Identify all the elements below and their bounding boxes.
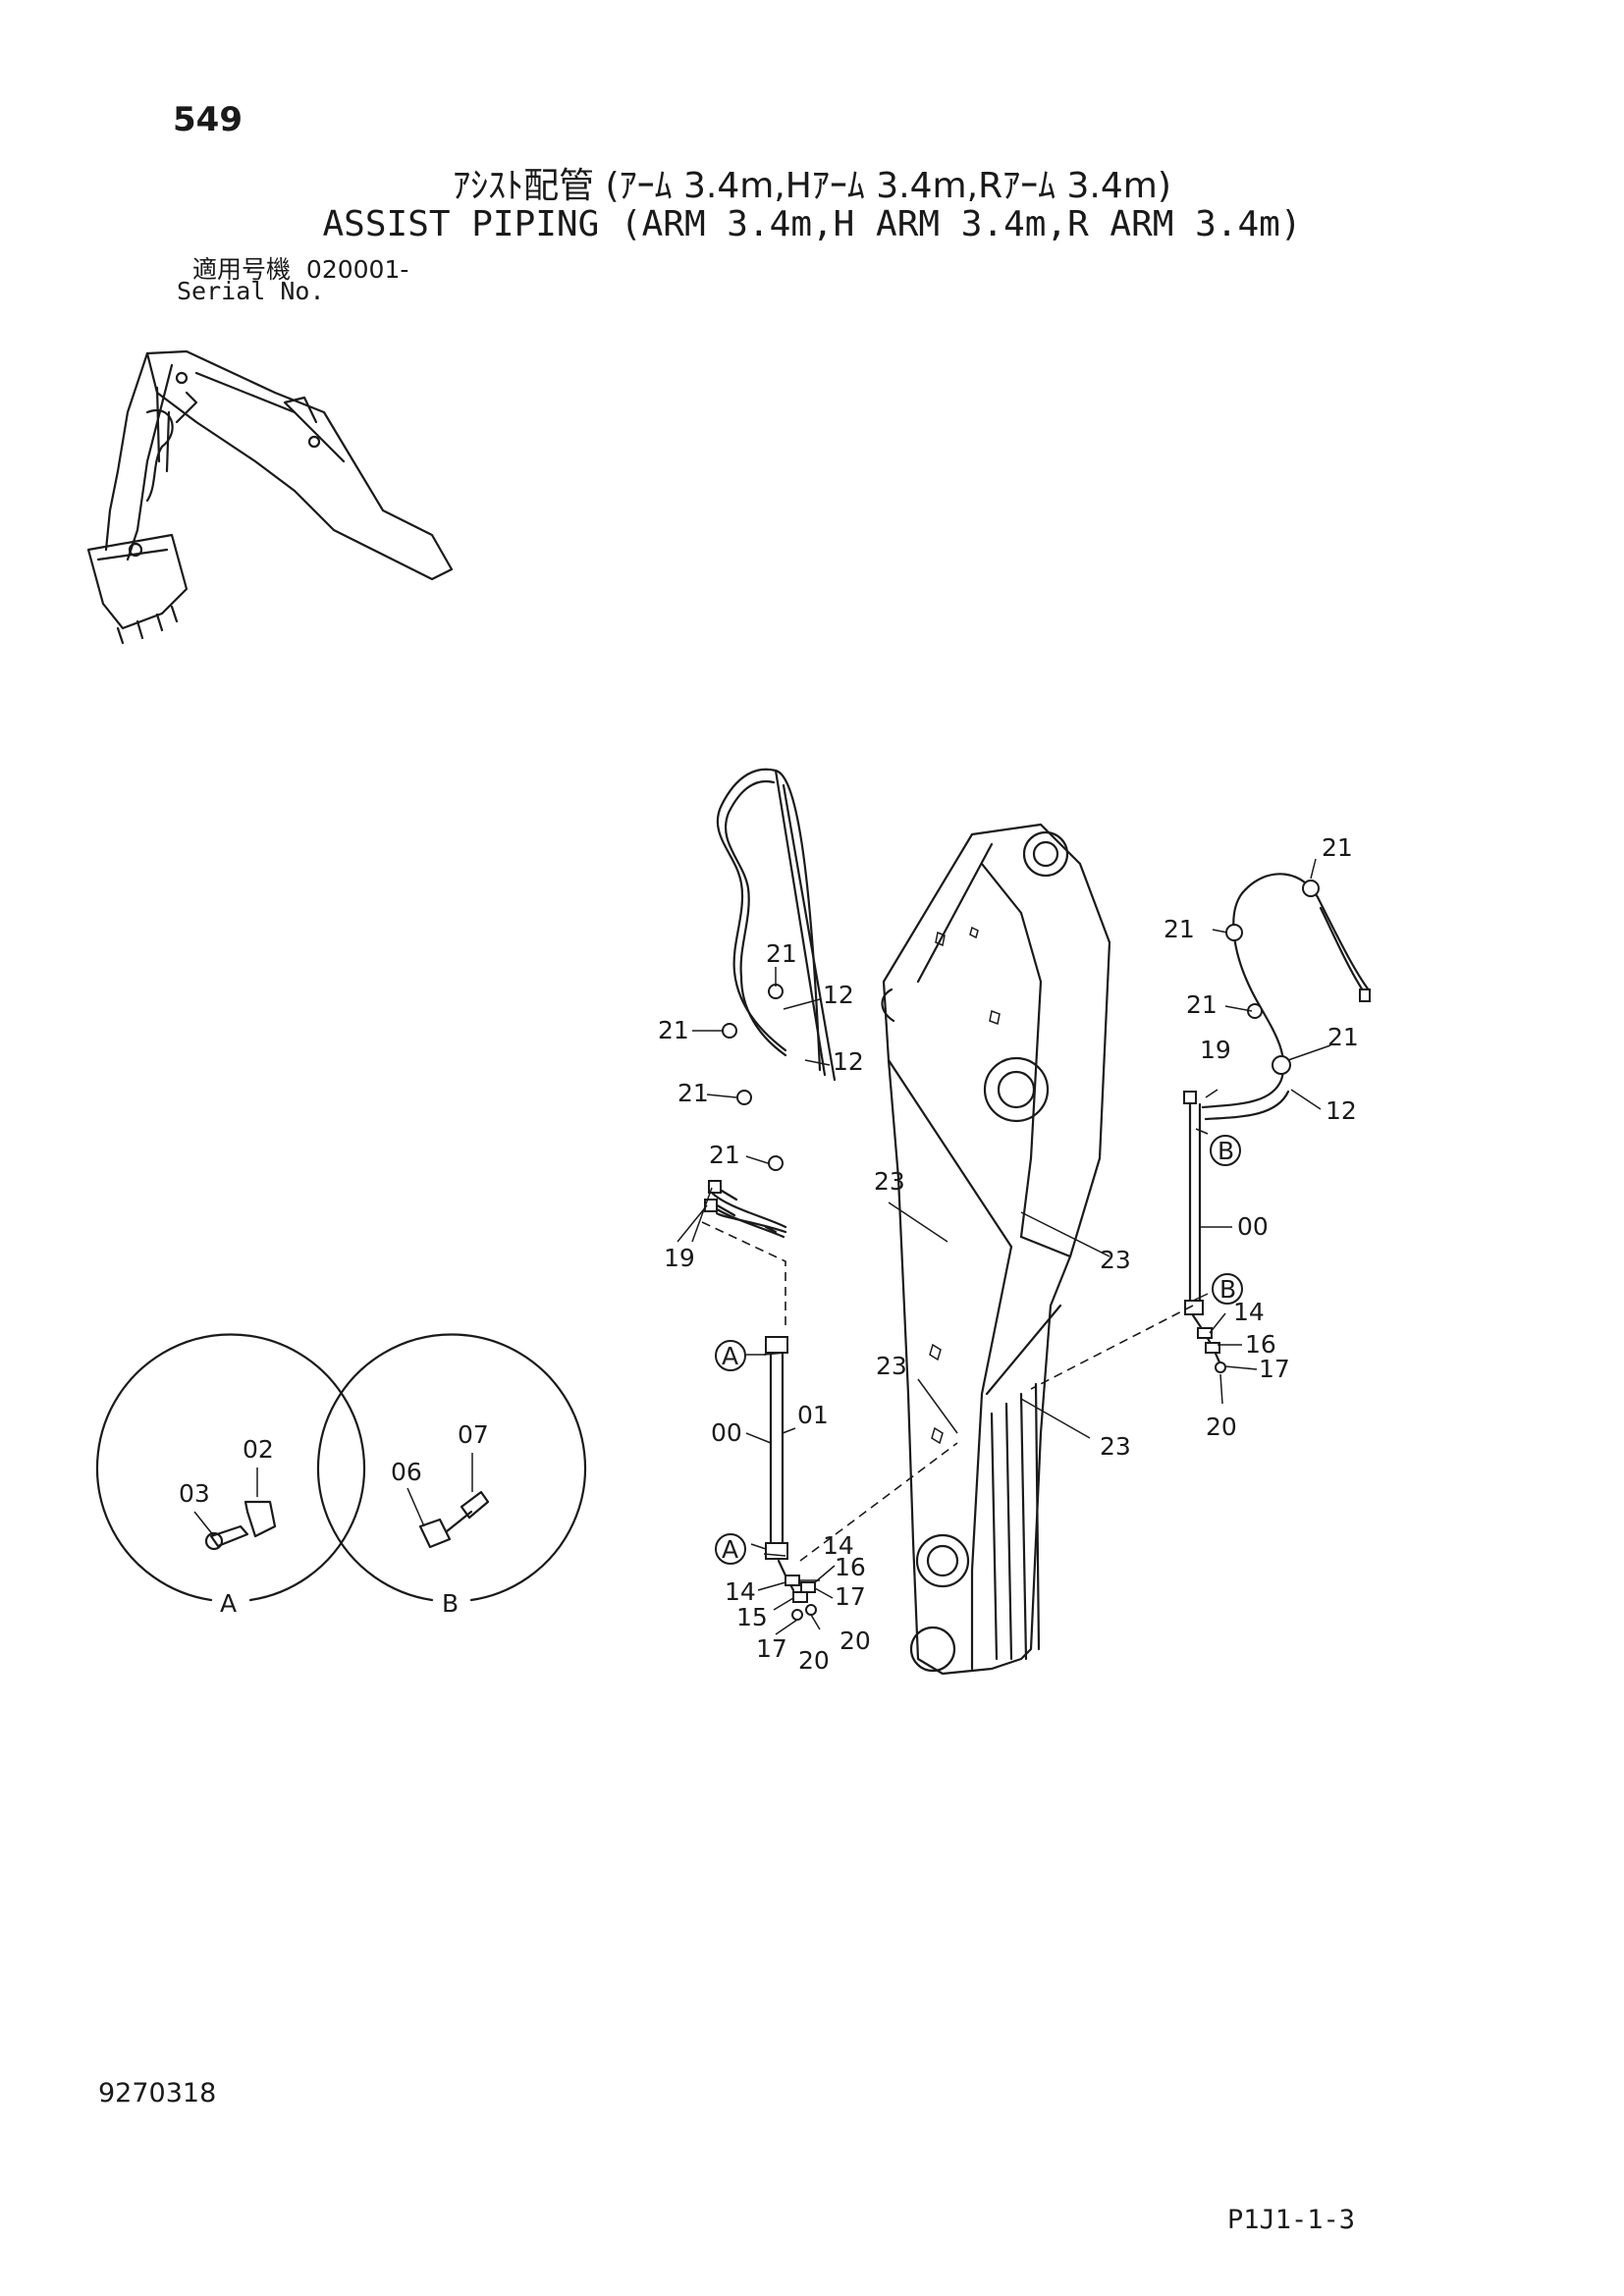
callout-left-hose-0: 21 (766, 939, 797, 968)
callout-right-hose-2: 21 (1186, 990, 1218, 1019)
page-number: 549 (173, 100, 243, 139)
callout-left-pipe-9: 20 (798, 1646, 830, 1675)
callout-left-pipe-8: 20 (839, 1627, 871, 1655)
detail-view-a: A 03 02 (95, 1333, 366, 1618)
callout-left-hose-4: 21 (677, 1079, 709, 1107)
callout-left-pipe-5: 15 (736, 1603, 768, 1631)
callout-left-hose-6: 19 (664, 1244, 695, 1272)
detail-a-part-03: 03 (179, 1479, 210, 1508)
callout-left-hose-3: 12 (833, 1047, 864, 1076)
callout-arm-1: 23 (1100, 1246, 1131, 1274)
callout-right-hose-5: 12 (1326, 1096, 1357, 1125)
callout-left-pipe-1: 01 (797, 1401, 829, 1429)
callout-left-pipe-2: 14 (823, 1531, 854, 1560)
callout-arm-0: 23 (874, 1167, 905, 1196)
callout-left-pipe-6: 17 (835, 1582, 866, 1611)
marker-b-lower: B (1212, 1273, 1243, 1305)
detail-b-letter: B (442, 1589, 459, 1618)
callout-left-hose-5: 21 (709, 1141, 740, 1169)
left-pipe-assembly (701, 1221, 958, 1621)
title-japanese: ｱｼｽﾄ配管 (ｱｰﾑ 3.4m,Hｱｰﾑ 3.4m,Rｱｰﾑ 3.4m) (453, 166, 1171, 206)
title-english: ASSIST PIPING (ARM 3.4m,H ARM 3.4m,R ARM… (322, 204, 1302, 244)
key-map-excavator (86, 349, 454, 645)
marker-letter: B (1218, 1137, 1234, 1165)
detail-b-part-07: 07 (458, 1420, 489, 1449)
marker-letter: A (722, 1535, 738, 1564)
callout-left-pipe-7: 17 (756, 1634, 787, 1663)
right-hose-assembly (1030, 873, 1372, 1390)
serial-label-jp: 適用号機 (192, 255, 292, 284)
callout-left-pipe-4: 14 (725, 1577, 756, 1606)
callout-left-hose-2: 21 (658, 1016, 689, 1044)
callout-right-hose-0: 21 (1322, 833, 1353, 862)
marker-letter: B (1219, 1275, 1236, 1304)
callout-right-pipe-1: 14 (1233, 1298, 1265, 1326)
callout-right-pipe-3: 17 (1259, 1355, 1290, 1383)
detail-a-part-02: 02 (243, 1435, 274, 1464)
callout-left-pipe-3: 16 (835, 1553, 866, 1581)
marker-a-upper: A (715, 1340, 746, 1371)
document-number: 9270318 (98, 2078, 217, 2109)
callout-right-pipe-0: 00 (1237, 1212, 1269, 1241)
callout-arm-2: 23 (876, 1352, 907, 1380)
callout-arm-3: 23 (1100, 1432, 1131, 1461)
serial-value: 020001- (305, 255, 409, 284)
marker-b-upper: B (1210, 1135, 1241, 1166)
serial-label-en: Serial No. (177, 277, 325, 305)
callout-right-hose-3: 21 (1327, 1023, 1359, 1051)
callout-right-hose-4: 19 (1200, 1036, 1231, 1064)
detail-b-part-06: 06 (391, 1458, 422, 1486)
detail-view-b: B 06 07 (316, 1333, 587, 1618)
leader-lines (677, 858, 1331, 1635)
callout-right-pipe-4: 20 (1206, 1413, 1237, 1441)
marker-letter: A (722, 1342, 738, 1370)
arm-structure (881, 823, 1111, 1676)
callout-right-hose-1: 21 (1164, 915, 1195, 943)
detail-a-letter: A (220, 1589, 237, 1618)
callout-left-hose-1: 12 (823, 981, 854, 1009)
left-hose-assembly (704, 768, 837, 1239)
marker-a-lower: A (715, 1533, 746, 1565)
callout-left-pipe-0: 00 (711, 1418, 742, 1447)
page-code: P1J1-1-3 (1227, 2205, 1356, 2235)
callout-right-pipe-2: 16 (1245, 1330, 1276, 1359)
serial-line-japanese: 適用号機 020001- (192, 250, 408, 286)
